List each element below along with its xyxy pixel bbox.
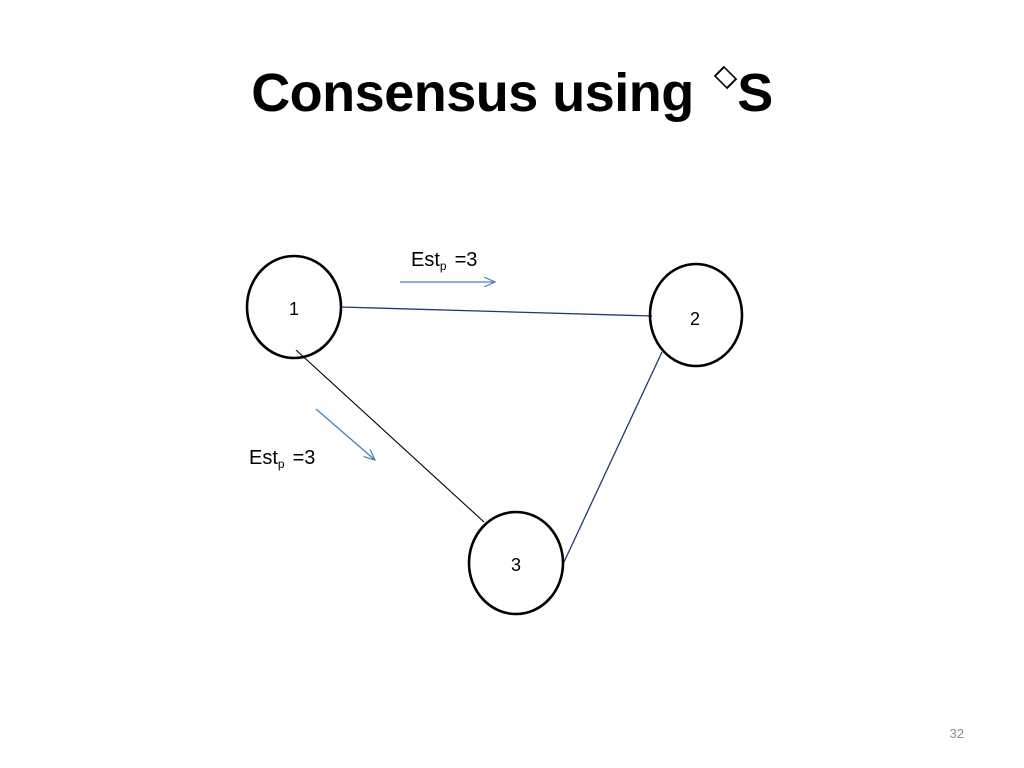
message-label-1-3: Estp =3	[249, 447, 315, 471]
title-text: Consensus using	[251, 63, 694, 123]
message-label-1-2: Estp =3	[411, 249, 477, 273]
title-suffix: S	[737, 63, 773, 123]
node-1: 1	[245, 254, 343, 360]
edge-1-3	[295, 349, 485, 523]
message-label-base: Est	[249, 447, 278, 469]
message-label-value: =3	[292, 447, 316, 469]
node-2: 2	[648, 262, 744, 368]
message-label-subscript: p	[277, 457, 285, 471]
node-2-label: 2	[690, 309, 700, 329]
message-arrow-1-3	[315, 408, 375, 460]
node-3: 3	[467, 510, 565, 616]
node-3-label: 3	[511, 555, 521, 575]
edge-2-3	[563, 351, 663, 563]
message-label-subscript: p	[439, 259, 447, 273]
message-label-value: =3	[454, 249, 478, 271]
message-label-base: Est	[411, 249, 440, 271]
slide-number: 32	[949, 726, 964, 741]
slide-title: Consensus using S	[0, 62, 1024, 124]
edge-1-2	[339, 306, 653, 317]
node-1-label: 1	[289, 299, 299, 319]
